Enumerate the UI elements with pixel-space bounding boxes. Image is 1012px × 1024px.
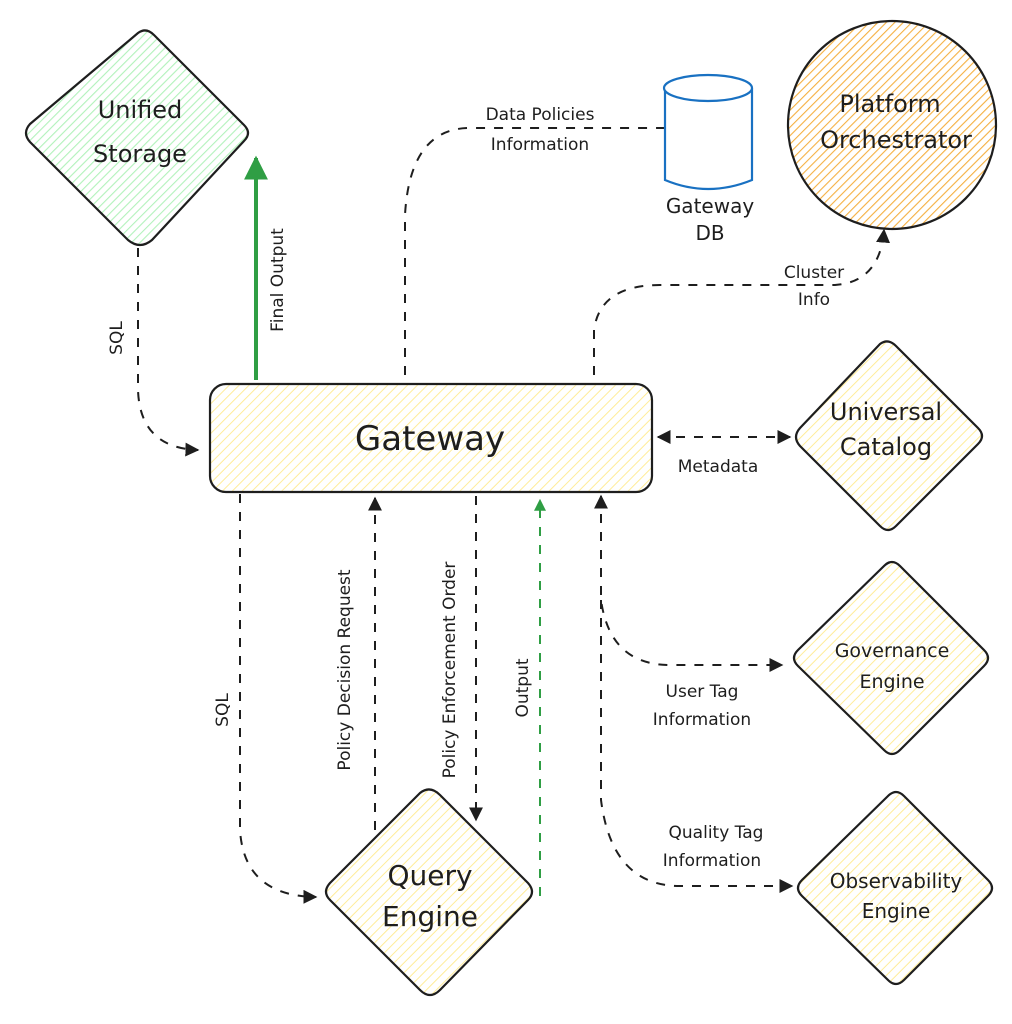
edge-cluster-info[interactable]: Cluster Info: [593, 228, 891, 375]
edge-output[interactable]: Output: [513, 498, 546, 896]
edge-label-quality-tag-line2: Information: [663, 851, 761, 871]
node-label-platform-orchestrator-line2: Orchestrator: [820, 126, 972, 154]
node-platform-orchestrator[interactable]: Platform Orchestrator: [786, 19, 998, 231]
node-gateway-db[interactable]: Gateway DB: [662, 73, 755, 245]
edge-label-final-output: Final Output: [268, 228, 288, 332]
edge-label-policy-enforcement: Policy Enforcement Order: [440, 562, 460, 779]
node-label-gateway-db-line2: DB: [695, 221, 724, 245]
node-label-platform-orchestrator-line1: Platform: [839, 90, 940, 118]
edge-label-user-tag-line2: Information: [653, 710, 751, 730]
edge-sql-storage-to-gateway[interactable]: SQL: [107, 248, 200, 457]
edge-label-sql-query: SQL: [213, 693, 233, 727]
edge-label-output: Output: [513, 658, 533, 717]
node-label-universal-catalog-line2: Catalog: [840, 433, 932, 461]
edge-data-policies[interactable]: Data Policies Information: [404, 105, 692, 375]
edge-label-metadata: Metadata: [678, 457, 759, 477]
edge-label-quality-tag-line1: Quality Tag: [669, 823, 764, 843]
node-label-governance-engine-line1: Governance: [835, 640, 950, 662]
edge-metadata[interactable]: Metadata: [656, 430, 792, 477]
node-label-gateway-db-line1: Gateway: [666, 194, 755, 218]
edge-policy-decision[interactable]: Policy Decision Request: [335, 496, 382, 830]
node-label-governance-engine-line2: Engine: [859, 671, 924, 693]
edge-user-tag[interactable]: User Tag Information: [594, 494, 784, 730]
edge-label-cluster-info-line2: Info: [798, 290, 830, 310]
node-label-query-engine-line2: Engine: [382, 900, 478, 933]
node-observability-engine[interactable]: Observability Engine: [796, 790, 994, 986]
node-universal-catalog[interactable]: Universal Catalog: [794, 340, 984, 532]
edge-label-data-policies-line1: Data Policies: [486, 105, 595, 125]
node-governance-engine[interactable]: Governance Engine: [792, 560, 990, 756]
node-label-observability-engine-line1: Observability: [830, 869, 963, 893]
node-unified-storage[interactable]: Unified Storage: [24, 29, 250, 247]
node-label-gateway: Gateway: [355, 419, 505, 459]
edge-sql-gateway-to-query[interactable]: SQL: [213, 494, 318, 904]
node-label-observability-engine-line2: Engine: [862, 899, 931, 923]
node-label-universal-catalog-line1: Universal: [830, 398, 942, 426]
edge-label-policy-decision: Policy Decision Request: [335, 569, 355, 770]
node-query-engine[interactable]: Query Engine: [324, 788, 534, 997]
edge-quality-tag[interactable]: Quality Tag Information: [600, 600, 794, 893]
node-label-unified-storage-line1: Unified: [98, 96, 183, 124]
edge-final-output[interactable]: Final Output: [244, 155, 288, 380]
node-gateway[interactable]: Gateway: [208, 382, 654, 494]
node-label-query-engine-line1: Query: [387, 859, 472, 892]
edge-label-sql-storage: SQL: [107, 321, 127, 355]
edge-label-cluster-info-line1: Cluster: [784, 263, 844, 283]
edge-label-data-policies-line2: Information: [491, 135, 589, 155]
node-label-unified-storage-line2: Storage: [93, 140, 187, 168]
edge-policy-enforcement[interactable]: Policy Enforcement Order: [440, 496, 483, 822]
edge-label-user-tag-line1: User Tag: [666, 682, 739, 702]
